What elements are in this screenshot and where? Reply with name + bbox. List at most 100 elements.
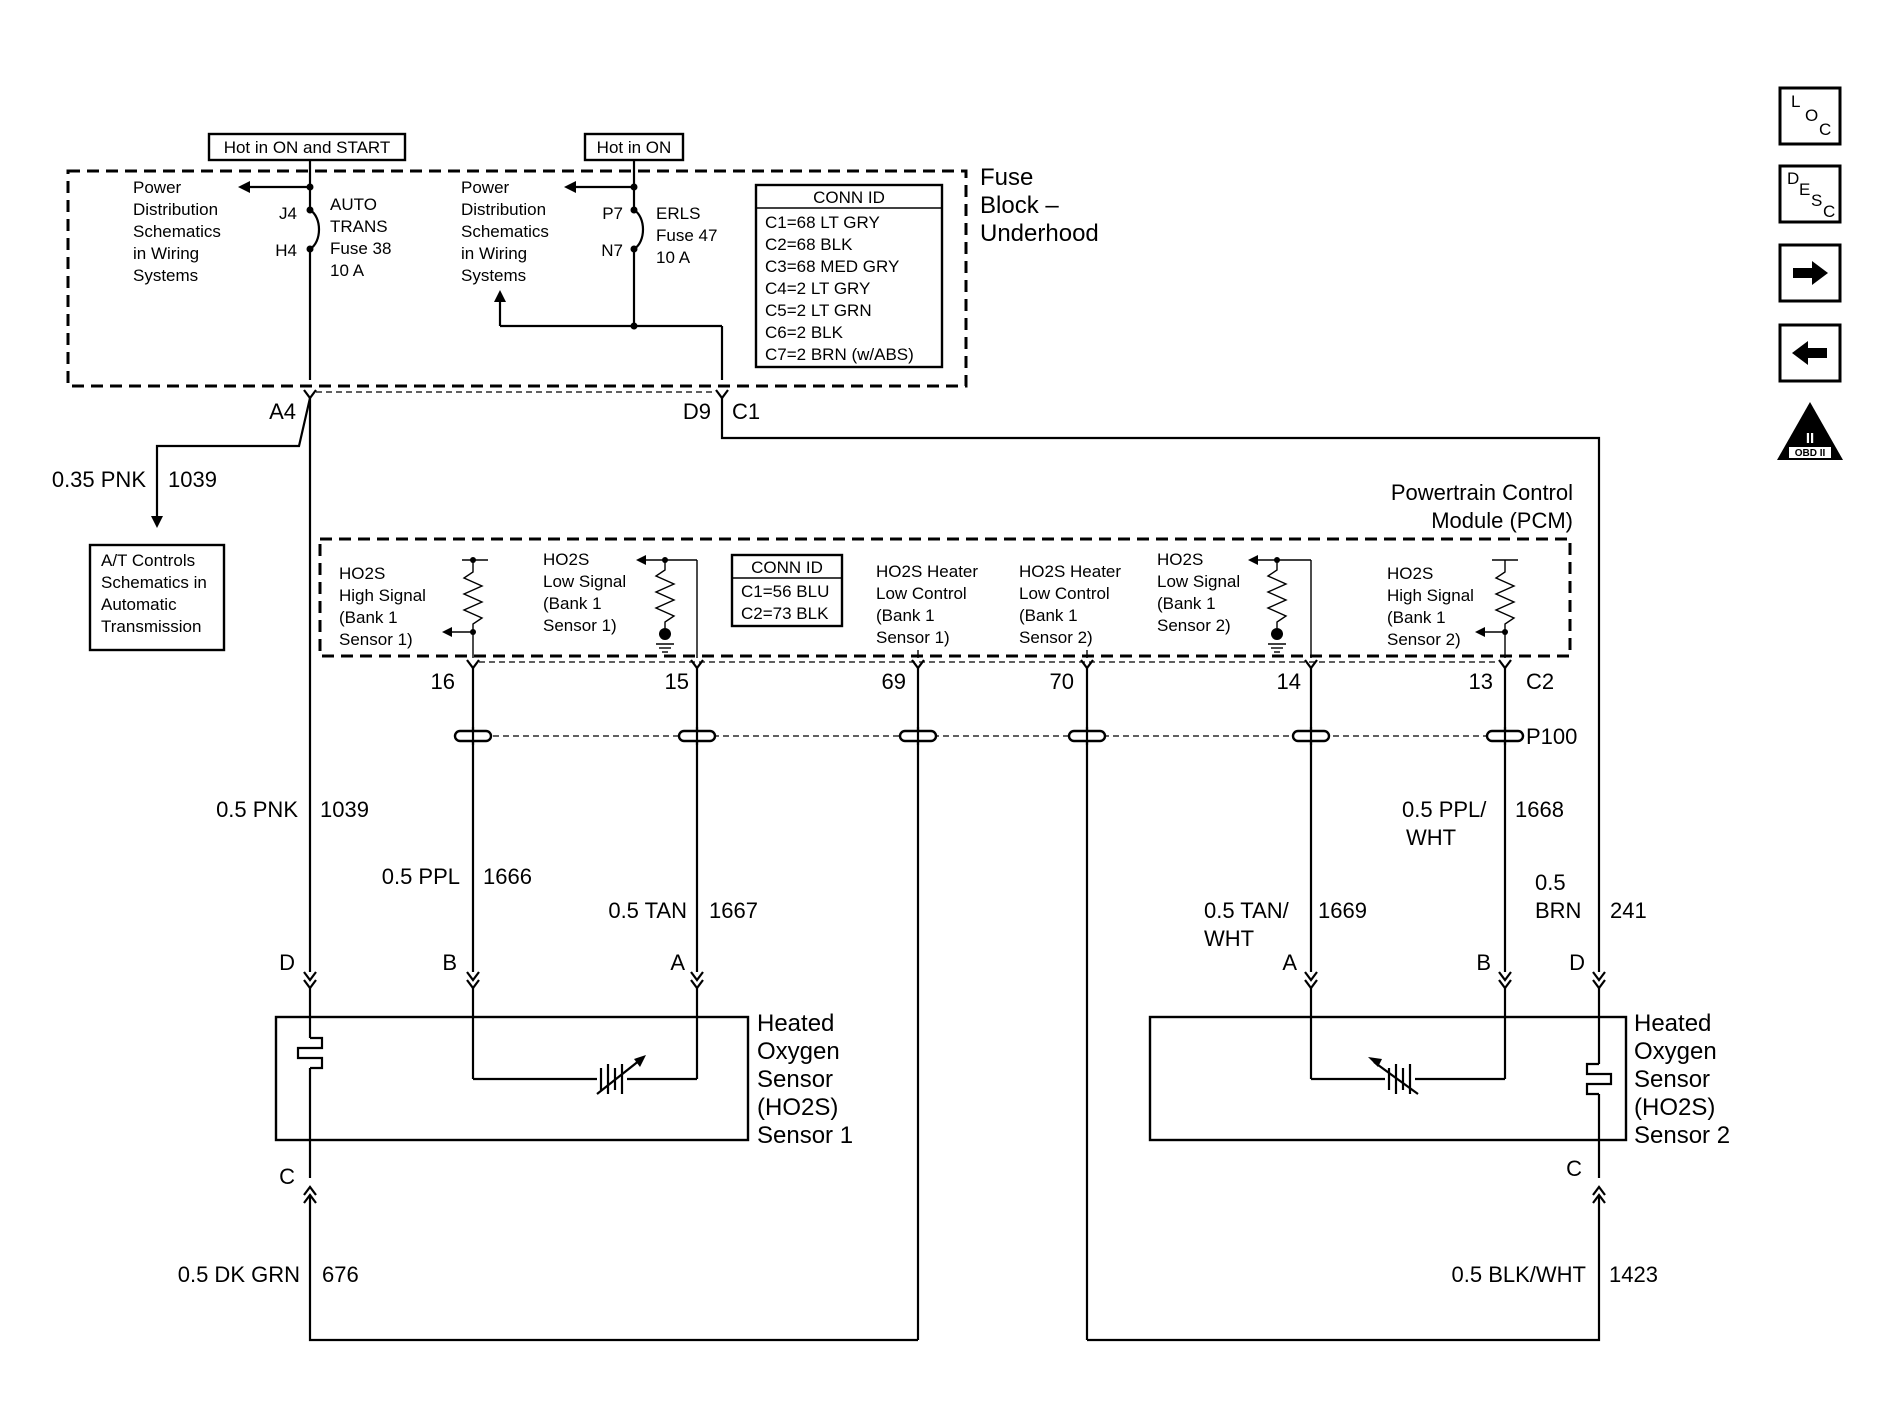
wire-1666-label: 1666	[483, 864, 532, 889]
connector-a4-label: A4	[269, 399, 296, 424]
wire-1039-label: 1039	[320, 797, 369, 822]
pcm-conn-id-table: CONN ID C1=56 BLU C2=73 BLK	[730, 553, 844, 628]
svg-text:Distribution: Distribution	[133, 200, 218, 219]
wire-1423-label: 1423	[1609, 1262, 1658, 1287]
pcm-bias-resistor-s1-high	[442, 557, 488, 658]
svg-text:Fuse: Fuse	[980, 164, 1033, 191]
svg-text:HO2S: HO2S	[1157, 550, 1203, 569]
sensor-1-pin-d: D	[279, 950, 295, 975]
sensor-2-pin-d: D	[1569, 950, 1585, 975]
sensor-1-internals	[296, 988, 699, 1178]
svg-text:(Bank 1: (Bank 1	[1019, 606, 1078, 625]
svg-text:C3=68 MED GRY: C3=68 MED GRY	[765, 257, 899, 276]
svg-text:HO2S: HO2S	[543, 550, 589, 569]
sensor-2-pin-a: A	[1282, 950, 1297, 975]
svg-text:Hot in ON: Hot in ON	[597, 138, 672, 157]
svg-text:TRANS: TRANS	[330, 217, 388, 236]
svg-text:Sensor 1): Sensor 1)	[339, 630, 413, 649]
svg-text:(Bank 1: (Bank 1	[339, 608, 398, 627]
sensor-2-connector-top	[1304, 971, 1606, 990]
forward-button[interactable]	[1778, 243, 1842, 303]
fuse-block-conn-id-table: CONN ID C1=68 LT GRY C2=68 BLK C3=68 MED…	[754, 183, 944, 369]
svg-text:Sensor 2): Sensor 2)	[1019, 628, 1093, 647]
wire-676-label: 676	[322, 1262, 359, 1287]
svg-text:Powertrain Control: Powertrain Control	[1391, 480, 1573, 505]
fuse-38-label: J4 H4 AUTO TRANS Fuse 38 10 A	[275, 195, 391, 280]
sensor-2-name: Heated Oxygen Sensor (HO2S) Sensor 2	[1634, 1010, 1730, 1149]
svg-text:CONN ID: CONN ID	[751, 558, 823, 577]
pcm-pin-13: 13	[1469, 669, 1493, 694]
svg-text:C2=73 BLK: C2=73 BLK	[741, 604, 829, 623]
svg-text:Sensor 1: Sensor 1	[757, 1122, 853, 1149]
svg-text:0.5: 0.5	[1535, 870, 1566, 895]
svg-text:A/T Controls: A/T Controls	[101, 551, 195, 570]
power-distribution-label-right: Power Distribution Schematics in Wiring …	[461, 178, 549, 285]
svg-text:(HO2S): (HO2S)	[757, 1094, 838, 1121]
svg-text:Heated: Heated	[1634, 1010, 1711, 1037]
svg-text:Module (PCM): Module (PCM)	[1431, 508, 1573, 533]
pcm-label-heater-s1: HO2S Heater Low Control (Bank 1 Sensor 1…	[876, 562, 978, 647]
svg-text:C: C	[1823, 202, 1835, 221]
svg-text:(HO2S): (HO2S)	[1634, 1094, 1715, 1121]
svg-text:C1=68 LT GRY: C1=68 LT GRY	[765, 213, 880, 232]
svg-text:High Signal: High Signal	[1387, 586, 1474, 605]
svg-text:C7=2 BRN (w/ABS): C7=2 BRN (w/ABS)	[765, 345, 914, 364]
sensor-2-internals	[1309, 988, 1613, 1178]
wire-241-label: 241	[1610, 898, 1647, 923]
svg-text:HO2S: HO2S	[1387, 564, 1433, 583]
svg-text:in Wiring: in Wiring	[133, 244, 199, 263]
svg-text:O: O	[1805, 106, 1818, 125]
pcm-label-low-signal-s2: HO2S Low Signal (Bank 1 Sensor 2)	[1157, 550, 1240, 635]
svg-text:L: L	[1791, 92, 1800, 111]
p100-splice	[453, 727, 1525, 745]
svg-text:Fuse 38: Fuse 38	[330, 239, 391, 258]
svg-text:Sensor 1): Sensor 1)	[543, 616, 617, 635]
wire-05-dk-grn-label: 0.5 DK GRN	[178, 1262, 300, 1287]
wire-05-tan-label: 0.5 TAN	[608, 898, 687, 923]
svg-text:Power: Power	[461, 178, 510, 197]
svg-text:Sensor: Sensor	[757, 1066, 833, 1093]
svg-text:C2=68 BLK: C2=68 BLK	[765, 235, 853, 254]
svg-text:E: E	[1799, 180, 1810, 199]
pcm-connector-c2	[466, 659, 1512, 670]
svg-text:Low Control: Low Control	[1019, 584, 1110, 603]
sensor-1-pin-b: B	[442, 950, 457, 975]
svg-text:Low Signal: Low Signal	[1157, 572, 1240, 591]
svg-text:in Wiring: in Wiring	[461, 244, 527, 263]
wire-05-ppl-label: 0.5 PPL	[382, 864, 460, 889]
svg-text:HO2S: HO2S	[339, 564, 385, 583]
svg-text:Schematics in: Schematics in	[101, 573, 207, 592]
svg-text:Oxygen: Oxygen	[1634, 1038, 1717, 1065]
svg-text:HO2S Heater: HO2S Heater	[1019, 562, 1121, 581]
splice-p100-label: P100	[1526, 724, 1577, 749]
svg-text:High Signal: High Signal	[339, 586, 426, 605]
svg-text:10 A: 10 A	[330, 261, 365, 280]
svg-text:(Bank 1: (Bank 1	[876, 606, 935, 625]
svg-text:0.5 PPL/: 0.5 PPL/	[1402, 797, 1487, 822]
svg-text:WHT: WHT	[1406, 825, 1456, 850]
pcm-bias-resistor-s2-low	[1248, 555, 1312, 658]
pcm-pin-16: 16	[431, 669, 455, 694]
fuse-block-boundary	[66, 169, 968, 388]
svg-text:Low Signal: Low Signal	[543, 572, 626, 591]
arrow-left-icon	[1792, 341, 1827, 365]
obd-ii-button[interactable]: II OBD II	[1777, 402, 1843, 460]
svg-text:ERLS: ERLS	[656, 204, 700, 223]
pcm-pin-70: 70	[1050, 669, 1074, 694]
svg-text:II: II	[1806, 430, 1814, 447]
back-button[interactable]	[1778, 323, 1842, 383]
desc-button[interactable]: D E S C	[1778, 164, 1842, 224]
svg-text:H4: H4	[275, 241, 297, 260]
svg-text:AUTO: AUTO	[330, 195, 377, 214]
sensor-1-body	[274, 1015, 750, 1142]
svg-text:J4: J4	[279, 204, 297, 223]
wire-05-tan-wht-label: 0.5 TAN/ WHT	[1204, 898, 1290, 951]
loc-button[interactable]: L O C	[1778, 86, 1842, 146]
arrow-left-icon	[238, 181, 250, 193]
wire-05-pnk-label: 0.5 PNK	[216, 797, 298, 822]
svg-text:(Bank 1: (Bank 1	[1157, 594, 1216, 613]
svg-text:Systems: Systems	[133, 266, 198, 285]
wire-1668-label: 1668	[1515, 797, 1564, 822]
svg-text:Underhood: Underhood	[980, 220, 1099, 247]
